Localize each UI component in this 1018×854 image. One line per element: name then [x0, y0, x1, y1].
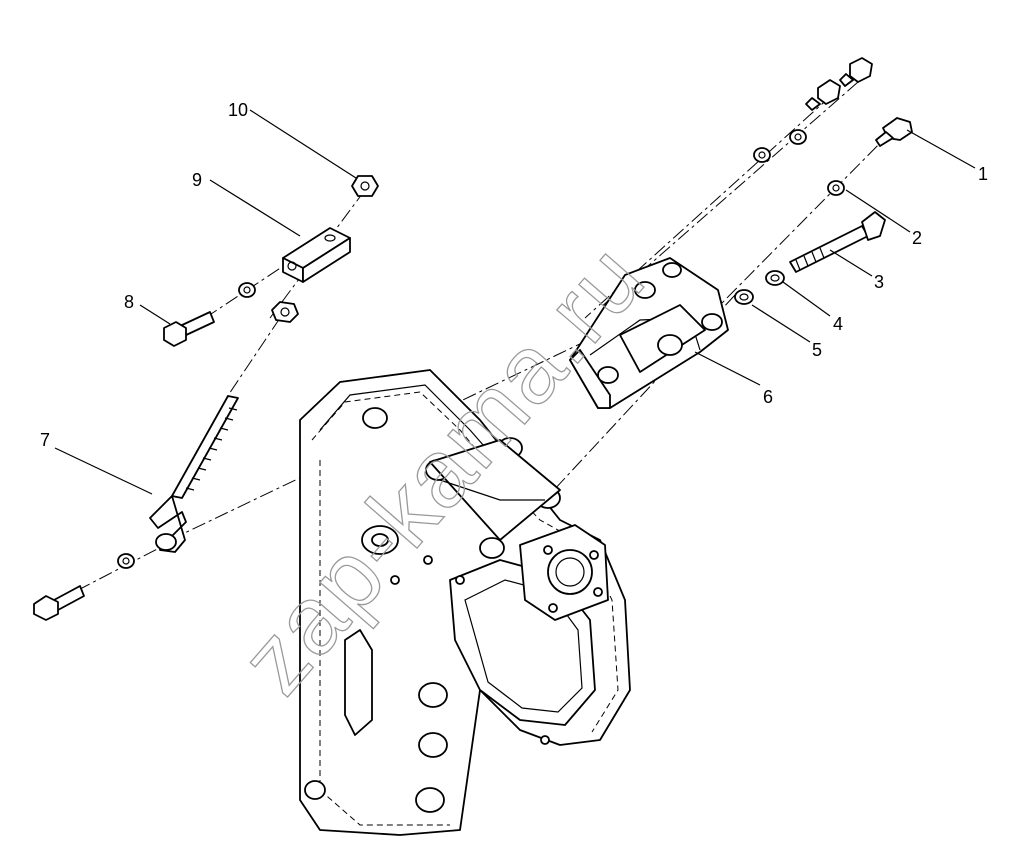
long-bolt: [789, 211, 886, 273]
bolt-8: [163, 282, 256, 347]
callout-1: 1: [978, 164, 988, 184]
bolt-1: [875, 117, 913, 147]
lower-bolt: [33, 553, 135, 621]
callout-9: 9: [192, 170, 202, 190]
callout-2: 2: [912, 228, 922, 248]
upper-fasteners: [753, 57, 873, 163]
clevis-block: [282, 227, 351, 283]
callout-7: 7: [40, 430, 50, 450]
rod-lock-nut: [271, 301, 299, 323]
callout-3: 3: [874, 272, 884, 292]
callout-4: 4: [833, 314, 843, 334]
nut-10: [351, 175, 379, 197]
callout-5: 5: [812, 340, 822, 360]
support-bracket: [569, 257, 729, 409]
callout-6: 6: [763, 387, 773, 407]
callout-8: 8: [124, 292, 134, 312]
gear-housing: [299, 369, 631, 836]
tension-rod: [149, 395, 239, 553]
callouts: 1 2 3 4 5 6 7 8 9 10: [40, 100, 988, 495]
callout-10: 10: [228, 100, 248, 120]
housing-hinge-lugs: [362, 407, 561, 559]
bushing: [734, 289, 754, 305]
washer-4: [765, 270, 785, 286]
washer-2: [827, 180, 845, 196]
